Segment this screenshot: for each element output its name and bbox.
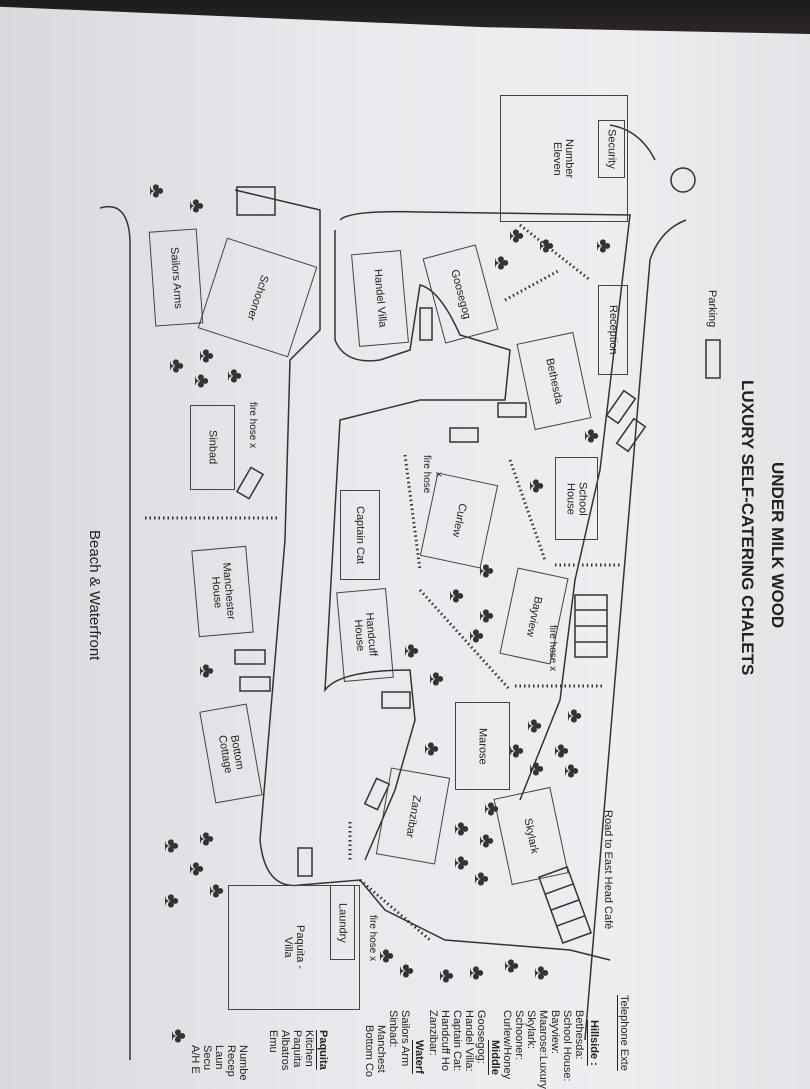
phone-entry: Schooner: (513, 1010, 525, 1061)
tree-icon: ♣ (445, 588, 471, 604)
phone-entry: Recep (225, 1045, 237, 1077)
tree-icon: ♣ (420, 741, 446, 757)
phone-entry: Handel Villa: (463, 1010, 475, 1072)
tree-icon: ♣ (167, 1028, 193, 1044)
tree-icon: ♣ (450, 855, 476, 871)
tree-icon: ♣ (400, 643, 426, 659)
phone-entry: Bayview: (549, 1010, 561, 1055)
telephone-heading: Telephone Exte (618, 995, 630, 1071)
tree-icon: ♣ (375, 948, 401, 964)
building-sailors-arms: Sailors Arms (148, 228, 204, 327)
map-title: UNDER MILK WOOD (768, 462, 787, 629)
middle-heading: Middle (489, 1040, 501, 1075)
tree-icon: ♣ (165, 358, 191, 374)
tree-icon: ♣ (145, 183, 171, 199)
phone-entry: Sailors Arm (399, 1010, 411, 1067)
phone-entry: Bethesda: (573, 1010, 585, 1060)
tree-icon: ♣ (523, 718, 549, 734)
tree-icon: ♣ (563, 708, 589, 724)
parking-label: Parking (706, 290, 718, 328)
phone-entry: Kitchen (303, 1030, 315, 1067)
phone-entry: Emu (267, 1030, 279, 1053)
phone-entry: Curlew/Honey (501, 1010, 513, 1080)
tree-icon: ♣ (475, 833, 501, 849)
tree-icon: ♣ (490, 255, 516, 271)
building-paquita-villa: Paquita - Villa (228, 885, 360, 1010)
hillside-heading: Hillside : (588, 1020, 600, 1066)
tree-icon: ♣ (185, 861, 211, 877)
phone-entry: Captain Cat: (451, 1010, 463, 1072)
tree-icon: ♣ (223, 368, 249, 384)
beach-waterfront-label: Beach & Waterfront (86, 530, 103, 661)
tree-icon: ♣ (435, 968, 461, 984)
tree-icon: ♣ (475, 563, 501, 579)
tree-icon: ♣ (470, 871, 496, 887)
building-security: Security (598, 120, 625, 178)
building-reception: Reception (598, 285, 628, 375)
phone-entry: Zanzibar: (427, 1010, 439, 1056)
tree-icon: ♣ (535, 238, 561, 254)
phone-entry: Secu (201, 1045, 213, 1071)
building-handcuff-house: Handcuff House (336, 587, 394, 683)
phone-entry: School House: (561, 1010, 573, 1082)
paquita-heading: Paquita (317, 1030, 329, 1070)
fire-hose-label: fire hose x (367, 915, 378, 962)
tree-icon: ♣ (425, 671, 451, 687)
phone-entry: Maarose:Luxury (537, 1010, 549, 1089)
tree-icon: ♣ (505, 228, 531, 244)
road-to-east-head-cafe-label: Road to East Head Café (602, 810, 614, 930)
tree-icon: ♣ (580, 428, 606, 444)
phone-entry: Handcuff Ho (439, 1010, 451, 1071)
fire-hose-label: fire hose x (547, 625, 558, 672)
tree-icon: ♣ (592, 238, 618, 254)
building-handel-villa: Handel Villa (351, 249, 409, 348)
tree-icon: ♣ (195, 831, 221, 847)
tree-icon: ♣ (395, 963, 421, 979)
building-sinbad: Sinbad (190, 405, 235, 490)
building-marose: Marose (455, 702, 510, 790)
tree-icon: ♣ (530, 965, 556, 981)
building-captain-cat: Captain Cat (340, 490, 380, 580)
road-edge (584, 219, 687, 1041)
tree-icon: ♣ (525, 478, 551, 494)
tree-icon: ♣ (160, 838, 186, 854)
tree-icon: ♣ (190, 373, 216, 389)
tree-icon: ♣ (195, 663, 221, 679)
phone-entry: Goosegog: (475, 1010, 487, 1064)
tree-icon: ♣ (195, 348, 221, 364)
phone-entry: Paquita (291, 1030, 303, 1068)
phone-entry: Numbe (237, 1045, 249, 1081)
building-manchester-house: Manchester House (191, 545, 254, 638)
phone-entry: Bottom Co (363, 1025, 375, 1077)
tree-icon: ♣ (185, 198, 211, 214)
tree-icon: ♣ (475, 608, 501, 624)
tree-icon: ♣ (465, 965, 491, 981)
building-laundry: Laundry (330, 885, 355, 960)
phone-entry: Albatros (279, 1030, 291, 1071)
fire-hose-label: x fire hose (421, 455, 444, 494)
tree-icon: ♣ (500, 958, 526, 974)
tree-icon: ♣ (525, 761, 551, 777)
phone-entry: Skylark: (525, 1010, 537, 1050)
building-number-eleven: Number Eleven (500, 95, 628, 222)
tree-icon: ♣ (480, 801, 506, 817)
tree-icon: ♣ (550, 743, 576, 759)
tree-icon: ♣ (560, 763, 586, 779)
phone-entry: Sinbad: (387, 1010, 399, 1048)
phone-entry: Laun (213, 1045, 225, 1070)
tree-icon: ♣ (205, 883, 231, 899)
tree-icon: ♣ (505, 743, 531, 759)
building-school-house: School House (555, 457, 598, 540)
tree-icon: ♣ (465, 628, 491, 644)
phone-entry: A/H E (189, 1045, 201, 1074)
tree-icon: ♣ (450, 821, 476, 837)
map-subtitle: LUXURY SELF-CATERING CHALETS (738, 380, 757, 676)
waterfront-heading: Waterf (413, 1040, 425, 1074)
tree-icon: ♣ (160, 893, 186, 909)
beach-edge (99, 206, 131, 1060)
fire-hose-label: fire hose x (247, 402, 258, 449)
phone-entry: Manchest (375, 1025, 387, 1073)
